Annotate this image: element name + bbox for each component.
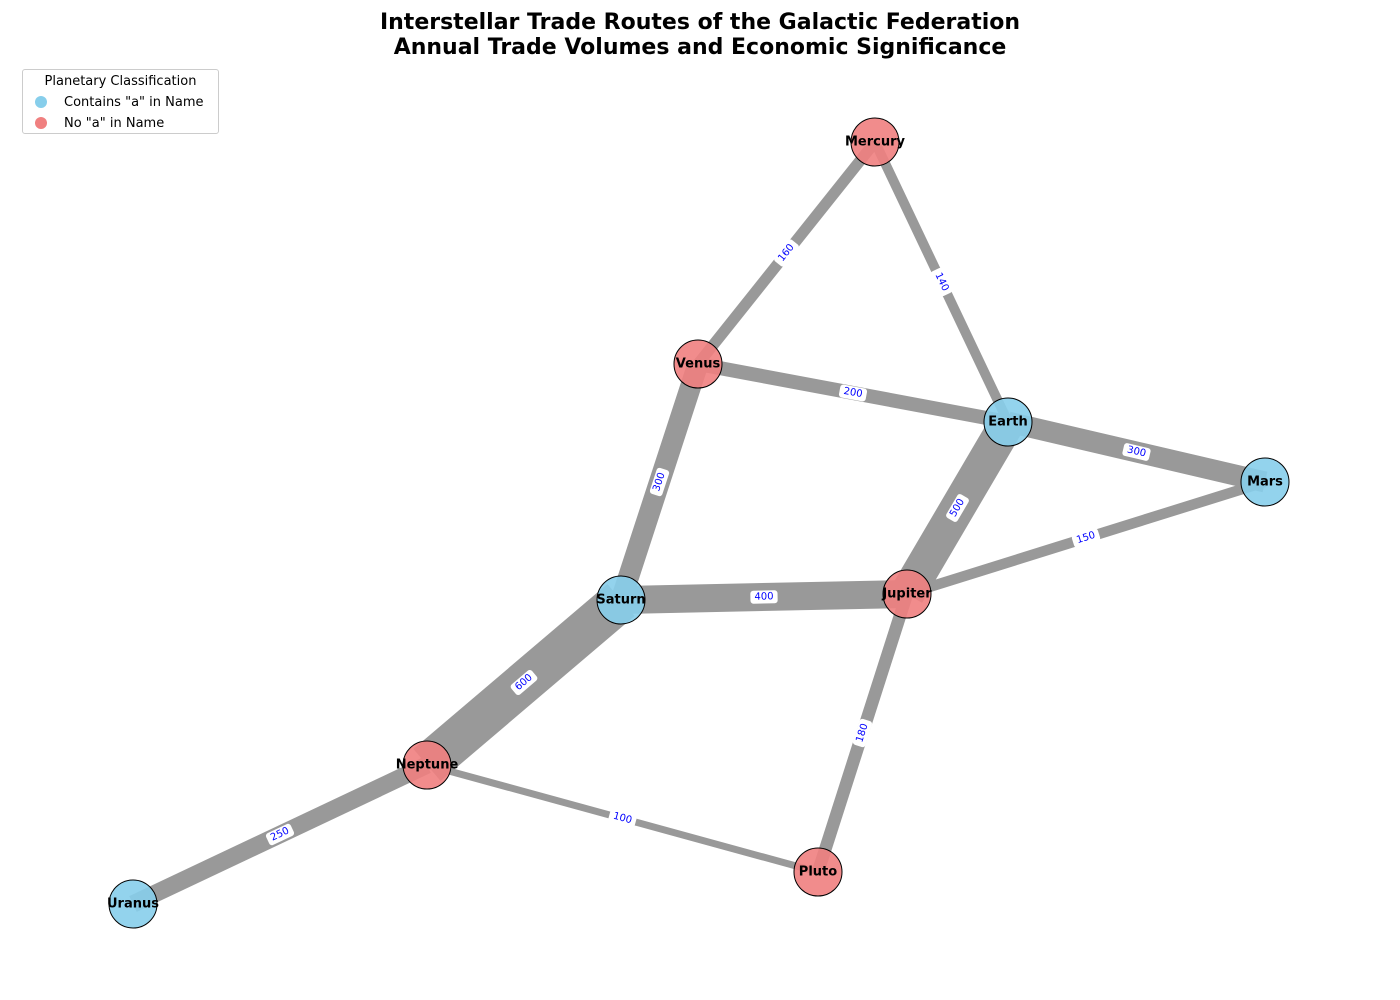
edge-label-earth-mars: 300 <box>1122 443 1151 461</box>
chart-subtitle: Annual Trade Volumes and Economic Signif… <box>393 35 1007 60</box>
edge-label-saturn-jupiter: 400 <box>750 590 778 604</box>
edge-label-value: 300 <box>1126 444 1147 459</box>
legend-label-no-a: No "a" in Name <box>64 116 165 131</box>
planet-label: Saturn <box>596 593 645 608</box>
planet-node-pluto: Pluto <box>793 847 843 897</box>
edge-label-box <box>1071 528 1101 548</box>
planet-circle <box>882 569 932 619</box>
legend-title: Planetary Classification <box>44 74 197 89</box>
planet-label: Neptune <box>396 758 459 773</box>
legend-item-no-a: No "a" in Name <box>35 115 164 133</box>
planet-node-uranus: Uranus <box>107 879 159 929</box>
legend: Planetary Classification Contains "a" in… <box>22 69 219 134</box>
planet-circle <box>596 575 646 625</box>
planet-circle <box>108 879 158 929</box>
planet-node-venus: Venus <box>673 339 723 389</box>
edge-label-box <box>774 239 799 267</box>
edge-label-neptune-pluto: 100 <box>608 809 637 828</box>
planet-node-saturn: Saturn <box>596 575 646 625</box>
edge-label-value: 180 <box>854 722 870 744</box>
planet-circle <box>793 847 843 897</box>
legend-marker-no-a <box>35 116 47 129</box>
edge-label-venus-earth: 200 <box>838 384 868 402</box>
planet-label: Earth <box>988 415 1028 430</box>
planet-label: Uranus <box>107 897 159 912</box>
edge-label-value: 100 <box>612 811 633 827</box>
planet-node-jupiter: Jupiter <box>881 569 932 619</box>
edge-label-box <box>510 669 538 696</box>
edge-label-box <box>750 590 778 604</box>
edge-label-value: 150 <box>1075 530 1097 546</box>
edge-label-box <box>930 267 953 297</box>
edge-label-mercury-earth: 140 <box>930 267 953 297</box>
planet-circle <box>1240 457 1290 507</box>
planet-label: Mars <box>1247 475 1283 490</box>
edge-label-value: 200 <box>843 386 864 400</box>
edge-label-venus-saturn: 300 <box>649 467 670 497</box>
planet-node-earth: Earth <box>983 397 1033 447</box>
edge-label-box <box>946 494 969 522</box>
planet-circle <box>402 740 452 790</box>
edge-label-box <box>608 809 637 828</box>
edge-label-mars-jupiter: 150 <box>1071 528 1101 548</box>
chart-title: Interstellar Trade Routes of the Galacti… <box>379 10 1021 35</box>
legend-label-with-a: Contains "a" in Name <box>64 95 204 110</box>
planet-node-neptune: Neptune <box>396 740 459 790</box>
planet-node-mars: Mars <box>1240 457 1290 507</box>
legend-marker-with-a <box>35 95 47 108</box>
planet-label: Venus <box>676 357 721 372</box>
edge-label-box <box>265 823 295 846</box>
edge-label-box <box>649 467 670 497</box>
planet-circle <box>983 397 1033 447</box>
edge-label-jupiter-pluto: 180 <box>852 718 873 748</box>
edge-label-box <box>838 384 868 402</box>
edge-label-value: 400 <box>754 591 773 602</box>
edge-label-box <box>852 718 873 748</box>
planet-node-mercury: Mercury <box>845 117 906 167</box>
planet-label: Jupiter <box>881 587 932 602</box>
planet-circle <box>850 117 900 167</box>
planet-label: Pluto <box>799 865 837 880</box>
edge-label-box <box>1122 443 1151 461</box>
planet-circle <box>673 339 723 389</box>
planet-label: Mercury <box>845 135 906 150</box>
edge-label-neptune-uranus: 250 <box>265 823 295 846</box>
legend-item-with-a: Contains "a" in Name <box>35 94 203 112</box>
edges-layer <box>129 138 1268 912</box>
